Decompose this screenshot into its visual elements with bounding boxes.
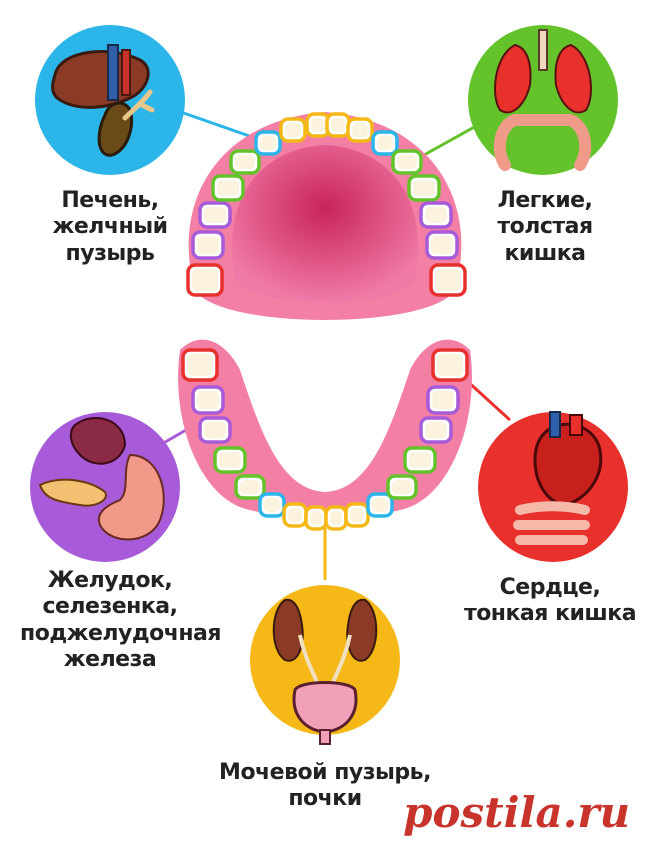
- upper-tooth-6: [254, 130, 282, 156]
- lungs-intestine-icon: [468, 25, 618, 175]
- upper-tooth-13: [407, 174, 441, 202]
- upper-tooth-4: [211, 174, 245, 202]
- lower-tooth-10: [344, 502, 370, 528]
- upper-tooth-9: [325, 112, 351, 138]
- lower-tooth-3: [198, 416, 232, 444]
- upper-teeth: [186, 112, 467, 297]
- lower-tooth-15: [426, 385, 460, 415]
- lower-tooth-1: [181, 348, 219, 382]
- lower-gum: [178, 339, 472, 518]
- lower-tooth-12: [386, 474, 418, 500]
- lower-tooth-7: [282, 502, 308, 528]
- label-bladder-kidneys: Мочевой пузырь, почки: [219, 760, 431, 812]
- upper-tooth-2: [191, 230, 225, 260]
- lower-tooth-16: [431, 348, 469, 382]
- watermark: postila.ru: [403, 788, 630, 837]
- upper-tooth-14: [419, 201, 453, 229]
- lower-tooth-9: [324, 505, 348, 531]
- lower-tooth-13: [403, 446, 437, 474]
- upper-tooth-16: [429, 263, 467, 297]
- upper-palate: [231, 145, 419, 303]
- label-lungs-intestine: Легкие, толстая кишка: [497, 188, 593, 266]
- lower-teeth: [181, 348, 469, 531]
- bladder-kidneys-icon: [250, 585, 400, 745]
- upper-tooth-11: [371, 130, 399, 156]
- upper-tooth-7: [279, 117, 307, 143]
- lower-tooth-2: [191, 385, 225, 415]
- label-heart-small-intestine: Сердце, тонкая кишка: [463, 575, 637, 627]
- stomach-spleen-pancreas-icon: [30, 412, 180, 562]
- lower-tooth-6: [258, 492, 286, 518]
- liver-gallbladder-icon: [35, 25, 185, 175]
- label-stomach-spleen-pancreas: Желудок, селезенка, поджелудочная железа: [20, 568, 222, 673]
- label-liver-gallbladder: Печень, желчный пузырь: [52, 188, 168, 266]
- lower-tooth-11: [366, 492, 394, 518]
- lower-tooth-5: [234, 474, 266, 500]
- heart-small-intestine-icon: [478, 411, 628, 562]
- lower-jaw: [178, 339, 472, 531]
- upper-tooth-5: [229, 149, 261, 175]
- connector-liver: [174, 108, 256, 140]
- upper-tooth-10: [346, 117, 374, 143]
- lower-tooth-8: [304, 505, 328, 531]
- upper-tooth-3: [198, 201, 232, 229]
- upper-tooth-12: [391, 149, 423, 175]
- lower-tooth-4: [213, 446, 247, 474]
- upper-tooth-1: [186, 263, 224, 297]
- connector-lungs: [414, 123, 479, 162]
- lower-tooth-14: [419, 416, 453, 444]
- upper-tooth-15: [425, 230, 459, 260]
- upper-jaw: [186, 112, 467, 320]
